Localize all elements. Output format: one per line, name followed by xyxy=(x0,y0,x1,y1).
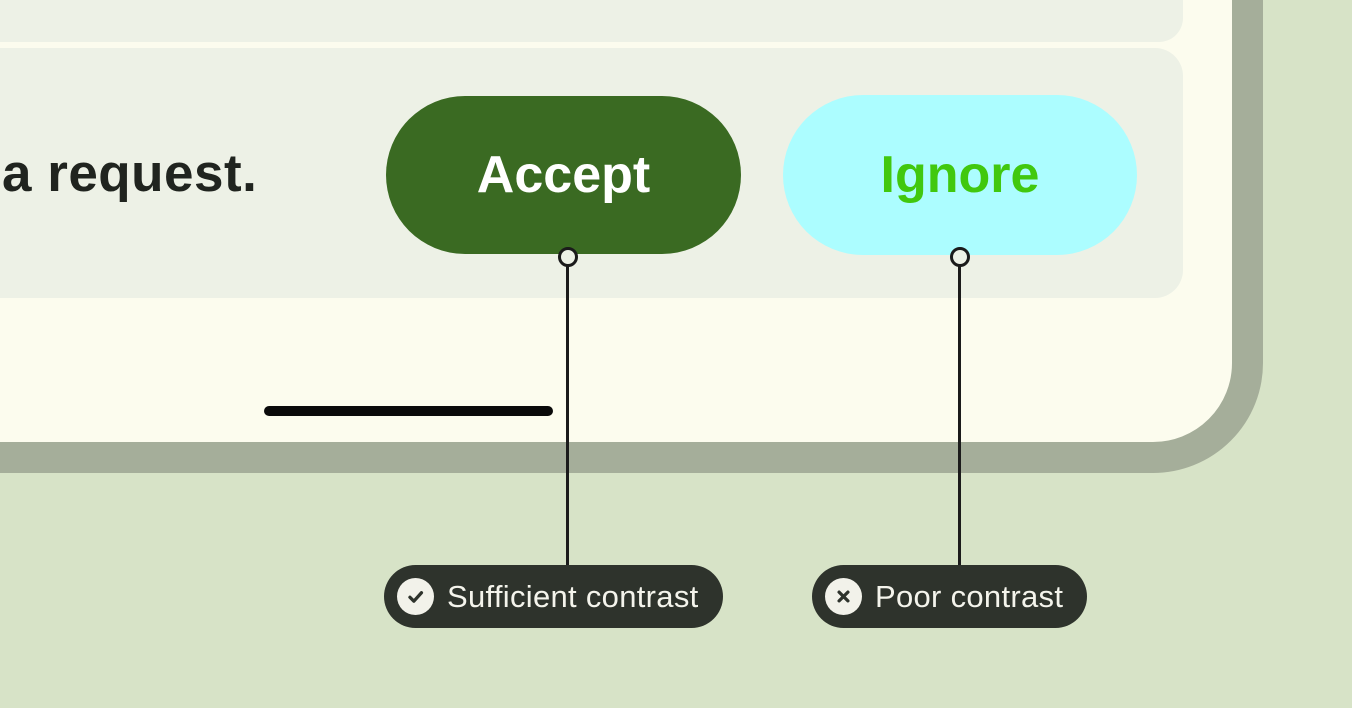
annotation-label: Sufficient contrast xyxy=(447,578,699,614)
callout-anchor-accept xyxy=(558,247,578,267)
notification-text: a request. xyxy=(2,143,258,203)
callout-anchor-ignore xyxy=(950,247,970,267)
home-indicator[interactable] xyxy=(264,406,553,416)
ignore-button[interactable]: Ignore xyxy=(783,95,1137,255)
annotation-label: Poor contrast xyxy=(875,578,1064,614)
notification-card-previous xyxy=(0,0,1183,42)
callout-line-ignore xyxy=(958,266,961,566)
annotation-sufficient-contrast: Sufficient contrast xyxy=(384,565,723,628)
x-icon xyxy=(825,578,862,615)
notification-card: a request. Accept Ignore xyxy=(0,48,1183,298)
callout-line-accept xyxy=(566,266,569,566)
check-icon xyxy=(397,578,434,615)
annotation-poor-contrast: Poor contrast xyxy=(812,565,1088,628)
accept-button[interactable]: Accept xyxy=(386,96,741,254)
